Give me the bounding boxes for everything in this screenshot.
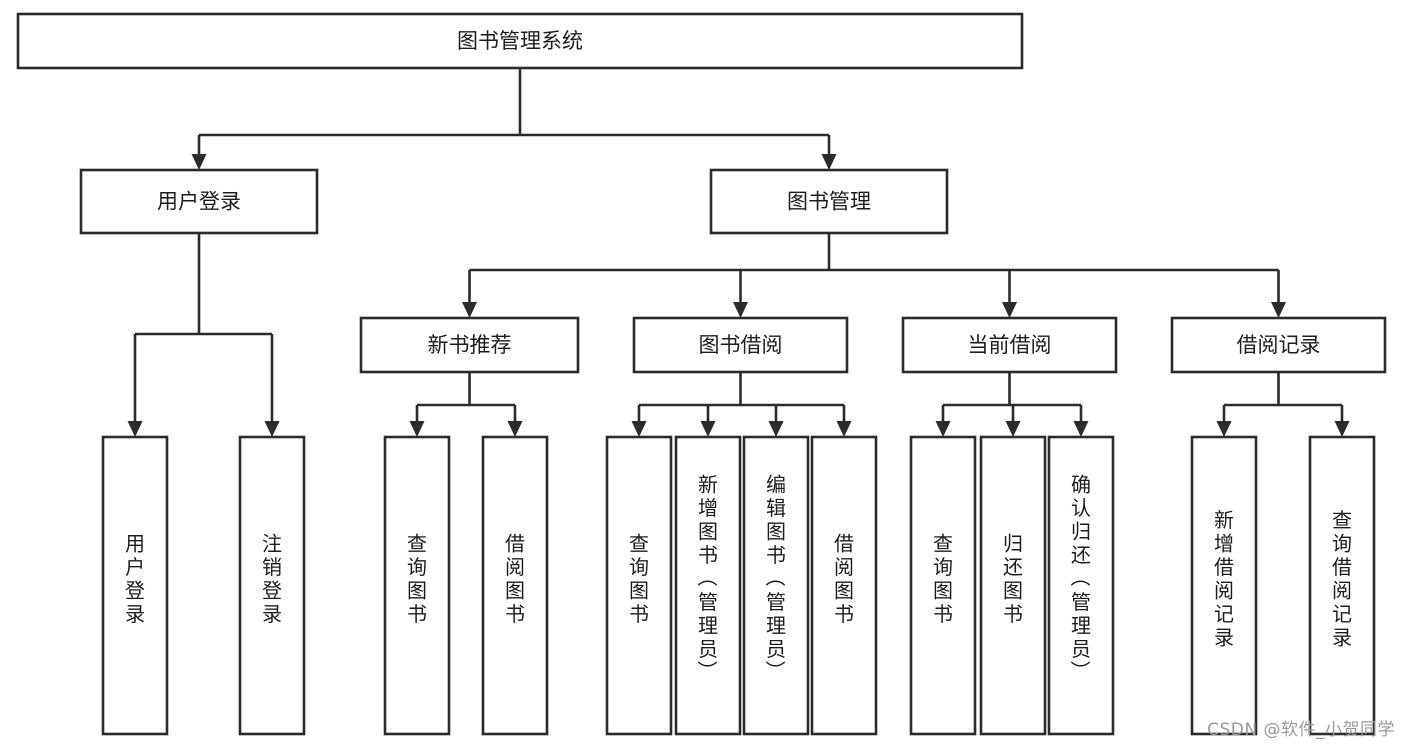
node-label: 图书借阅 bbox=[699, 333, 783, 357]
node-box bbox=[79, 168, 319, 235]
node-label: 查询图书 bbox=[407, 531, 427, 626]
node-label: 新书推荐 bbox=[428, 333, 512, 357]
node-box bbox=[1047, 435, 1115, 736]
node-label: 图书管理系统 bbox=[457, 29, 583, 53]
to-借阅记录-arrowhead bbox=[1271, 302, 1286, 318]
to-新书推荐-arrowhead bbox=[462, 302, 477, 318]
node-level3-借阅记录[interactable]: 借阅记录 bbox=[1170, 316, 1387, 374]
to-借阅图书-arrowhead bbox=[836, 421, 852, 437]
node-level3-图书借阅[interactable]: 图书借阅 bbox=[632, 316, 849, 374]
node-label: 查询图书 bbox=[933, 531, 953, 626]
node-level2-用户登录[interactable]: 用户登录 bbox=[79, 168, 319, 235]
to-用户登录-arrowhead bbox=[191, 154, 207, 170]
node-leaf-查询图书[interactable]: 查询图书 bbox=[383, 435, 451, 736]
node-leaf-借阅图书[interactable]: 借阅图书 bbox=[481, 435, 549, 736]
node-leaf-查询借阅记录[interactable]: 查询借阅记录 bbox=[1308, 435, 1376, 736]
node-leaf-确认归还管理员[interactable]: 确认归还（管理员） bbox=[1047, 435, 1115, 736]
node-label: 确认归还（管理员） bbox=[1070, 473, 1091, 685]
to-编辑图书管理员-arrowhead bbox=[768, 421, 784, 437]
to-查询图书-arrowhead bbox=[409, 421, 425, 437]
node-leaf-用户登录[interactable]: 用户登录 bbox=[101, 435, 169, 736]
node-box bbox=[605, 435, 673, 736]
to-归还图书-arrowhead bbox=[1005, 421, 1021, 437]
node-box bbox=[674, 435, 742, 736]
to-借阅图书-arrowhead bbox=[507, 421, 523, 437]
node-label: 查询借阅记录 bbox=[1332, 508, 1352, 650]
to-查询借阅记录-arrowhead bbox=[1334, 421, 1350, 437]
to-图书管理-arrowhead bbox=[821, 154, 837, 170]
node-label: 归还图书 bbox=[1003, 531, 1023, 626]
node-box bbox=[1308, 435, 1376, 736]
to-当前借阅-arrowhead bbox=[1002, 302, 1017, 318]
node-leaf-查询图书[interactable]: 查询图书 bbox=[909, 435, 977, 736]
node-box bbox=[1170, 316, 1387, 374]
node-box bbox=[383, 435, 451, 736]
node-leaf-注销登录[interactable]: 注销登录 bbox=[238, 435, 306, 736]
to-确认归还管理员-arrowhead bbox=[1073, 421, 1089, 437]
node-box bbox=[709, 168, 949, 235]
node-label: 用户登录 bbox=[125, 531, 145, 626]
node-label: 借阅图书 bbox=[834, 531, 854, 626]
node-label: 查询图书 bbox=[629, 531, 649, 626]
node-root-图书管理系统[interactable]: 图书管理系统 bbox=[16, 12, 1024, 70]
node-box bbox=[101, 435, 169, 736]
node-label: 新增借阅记录 bbox=[1214, 508, 1234, 650]
node-level3-新书推荐[interactable]: 新书推荐 bbox=[359, 316, 580, 374]
to-查询图书-arrowhead bbox=[631, 421, 647, 437]
node-box bbox=[742, 435, 810, 736]
node-label: 用户登录 bbox=[157, 190, 241, 214]
node-layer: 图书管理系统用户登录图书管理用户登录注销登录新书推荐查询图书借阅图书图书借阅查询… bbox=[16, 12, 1387, 736]
node-leaf-查询图书[interactable]: 查询图书 bbox=[605, 435, 673, 736]
node-level2-图书管理[interactable]: 图书管理 bbox=[709, 168, 949, 235]
node-box bbox=[481, 435, 549, 736]
node-label: 借阅图书 bbox=[505, 531, 525, 626]
node-label: 新增图书（管理员） bbox=[697, 473, 718, 685]
node-box bbox=[632, 316, 849, 374]
node-box bbox=[909, 435, 977, 736]
node-leaf-新增借阅记录[interactable]: 新增借阅记录 bbox=[1190, 435, 1258, 736]
node-label: 借阅记录 bbox=[1237, 333, 1321, 357]
connector-layer bbox=[127, 68, 1350, 437]
node-box bbox=[979, 435, 1047, 736]
node-leaf-归还图书[interactable]: 归还图书 bbox=[979, 435, 1047, 736]
node-leaf-编辑图书管理员[interactable]: 编辑图书（管理员） bbox=[742, 435, 810, 736]
node-box bbox=[238, 435, 306, 736]
to-新增图书管理员-arrowhead bbox=[700, 421, 716, 437]
node-box bbox=[810, 435, 878, 736]
node-leaf-借阅图书[interactable]: 借阅图书 bbox=[810, 435, 878, 736]
node-label: 编辑图书（管理员） bbox=[765, 473, 786, 685]
to-用户登录-arrowhead bbox=[127, 421, 143, 437]
to-新增借阅记录-arrowhead bbox=[1216, 421, 1232, 437]
node-box bbox=[16, 12, 1024, 70]
node-label: 图书管理 bbox=[787, 190, 871, 214]
to-查询图书-arrowhead bbox=[935, 421, 951, 437]
to-注销登录-arrowhead bbox=[264, 421, 280, 437]
to-图书借阅-arrowhead bbox=[733, 302, 748, 318]
node-leaf-新增图书管理员[interactable]: 新增图书（管理员） bbox=[674, 435, 742, 736]
node-box bbox=[901, 316, 1118, 374]
csdn-watermark: CSDN @软件_小贺同学 bbox=[1207, 720, 1395, 740]
node-level3-当前借阅[interactable]: 当前借阅 bbox=[901, 316, 1118, 374]
node-label: 注销登录 bbox=[262, 531, 282, 626]
node-box bbox=[359, 316, 580, 374]
node-box bbox=[1190, 435, 1258, 736]
node-label: 当前借阅 bbox=[968, 333, 1052, 357]
